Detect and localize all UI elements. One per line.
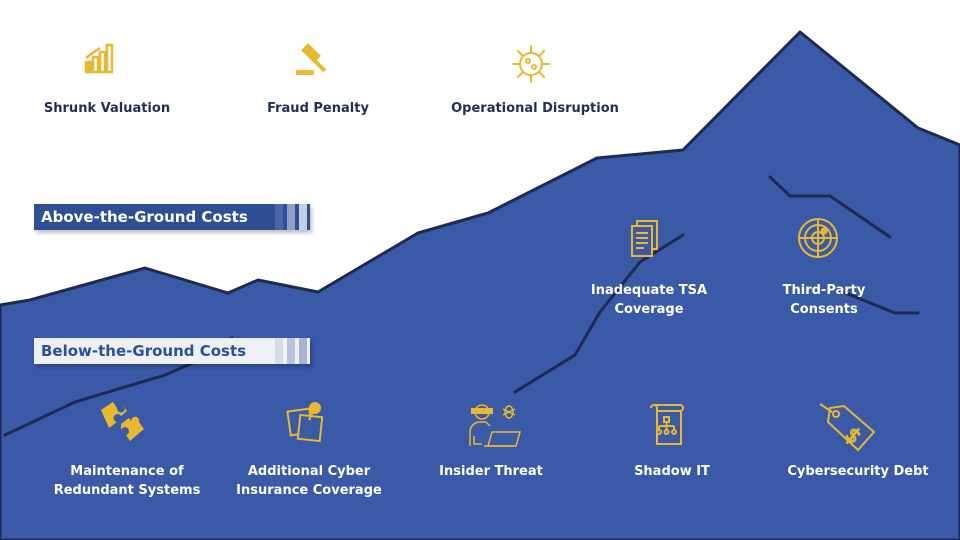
puzzle-icon <box>101 402 144 441</box>
sticky-notes-icon <box>286 402 324 443</box>
below-ground-label: Below-the-Ground Costs <box>34 338 310 364</box>
price-tag-dollar-icon: $ <box>819 403 876 452</box>
above-ground-label-text: Above-the-Ground Costs <box>41 208 248 226</box>
above-item-shrunk-valuation: Shrunk Valuation <box>43 101 171 116</box>
radar-icon <box>798 218 838 258</box>
above-ground-label: Above-the-Ground Costs <box>34 204 310 230</box>
below-ground-label-text: Below-the-Ground Costs <box>41 342 247 360</box>
mountain-shape <box>0 30 960 540</box>
hacker-bug-icon <box>469 404 521 447</box>
above-item-fraud-penalty: Fraud Penalty <box>267 101 369 116</box>
gavel-icon <box>296 43 327 75</box>
above-item-operational-disruption: Operational Disruption <box>451 101 619 116</box>
below-item-insider-threat: Insider Threat <box>439 464 543 479</box>
documents-icon <box>631 220 658 257</box>
bar-chart-growth-icon <box>84 43 114 74</box>
scroll-hierarchy-icon <box>650 404 684 445</box>
below-item-shadow-it: Shadow IT <box>634 464 710 479</box>
virus-icon <box>512 45 550 83</box>
crack-lines <box>3 175 920 437</box>
below-item-cybersecurity-debt: Cybersecurity Debt <box>787 464 929 479</box>
